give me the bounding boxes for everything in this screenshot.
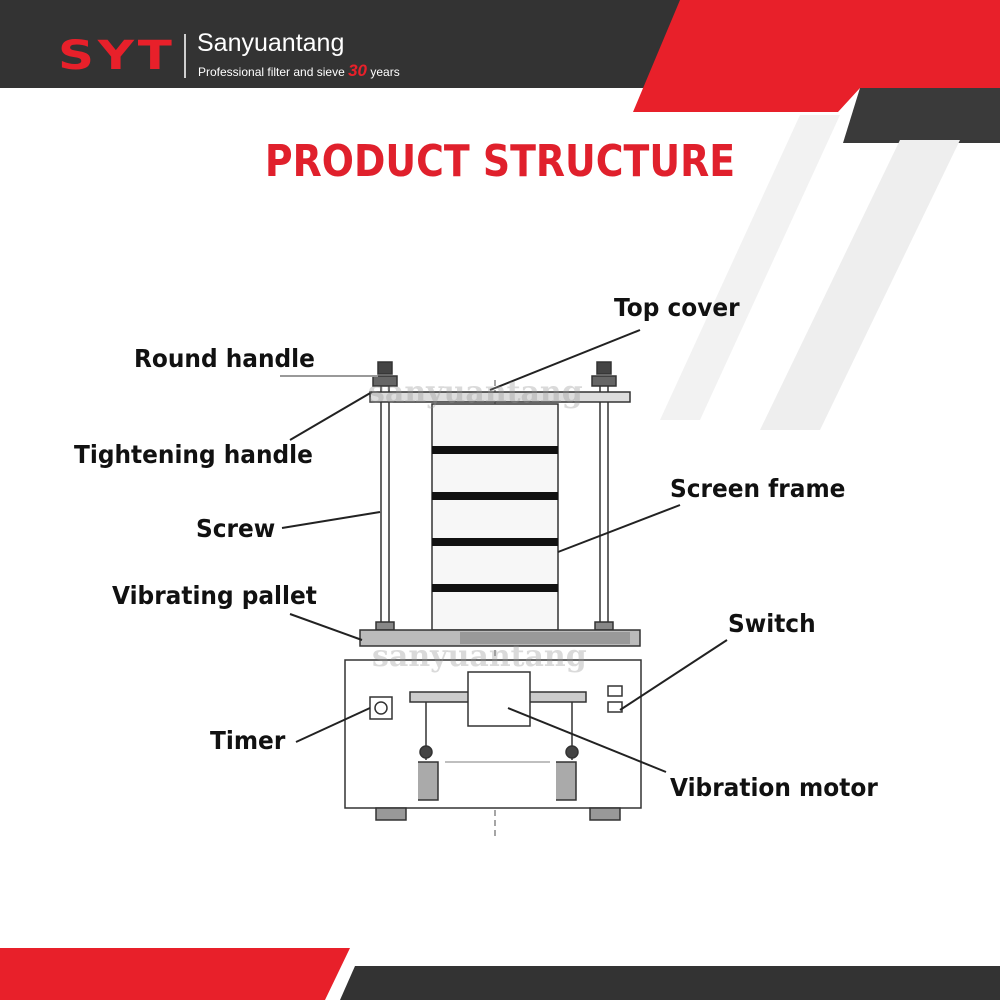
foot-right <box>589 807 621 821</box>
tightening-handle-left <box>372 375 398 387</box>
tagline-prefix: Professional filter and sieve <box>198 65 345 79</box>
switch-bottom <box>607 701 623 713</box>
footer-dark-band <box>340 966 1000 1000</box>
label-round-handle: Round handle <box>134 344 315 373</box>
screw-right <box>599 379 609 631</box>
bg-stripe-2 <box>760 140 960 430</box>
sieve-ring-4 <box>432 584 558 592</box>
switch-top <box>607 685 623 697</box>
leader-screen-frame <box>557 504 681 553</box>
brand-name: Sanyuantang <box>197 29 345 57</box>
header-dark-slant <box>843 88 1000 143</box>
leader-switch <box>619 639 728 711</box>
label-switch: Switch <box>728 609 816 638</box>
watermark-bottom: sanyuantang <box>372 639 587 674</box>
label-vibration-motor: Vibration motor <box>670 773 878 802</box>
leader-tightening-handle <box>289 391 373 441</box>
screw-left <box>380 379 390 631</box>
label-screw: Screw <box>196 514 276 543</box>
leader-lines <box>280 329 728 773</box>
bg-stripe-1 <box>660 115 840 420</box>
leader-vibration-motor <box>507 707 667 773</box>
watermark-top: sanyuantang <box>368 375 583 410</box>
leader-screw <box>281 511 381 529</box>
screen-frame <box>431 403 559 631</box>
spring-node-left <box>419 745 433 759</box>
base-housing <box>344 659 642 809</box>
tagline: Professional filter and sieve 30 years <box>198 61 400 80</box>
tagline-number: 30 <box>348 61 368 80</box>
bracket-left <box>418 761 439 801</box>
label-timer: Timer <box>210 726 286 755</box>
leader-top-cover <box>489 329 641 391</box>
nut-left <box>375 621 395 631</box>
logo-divider <box>184 34 186 78</box>
footer-red-band <box>0 948 350 1000</box>
nut-right <box>594 621 614 631</box>
page-title: PRODUCT STRUCTURE <box>264 136 736 187</box>
leader-vibrating-pallet <box>289 613 363 641</box>
sieve-ring-3 <box>432 538 558 546</box>
top-cover <box>369 391 631 403</box>
label-tightening-handle: Tightening handle <box>74 440 313 469</box>
round-handle-right <box>596 361 612 375</box>
tightening-handle-right <box>591 375 617 387</box>
label-screen-frame: Screen frame <box>670 474 846 503</box>
timer-knob <box>374 701 388 715</box>
foot-left <box>375 807 407 821</box>
sieve-ring-2 <box>432 492 558 500</box>
label-top-cover: Top cover <box>614 293 740 322</box>
bracket-right <box>556 761 577 801</box>
pallet-hatch <box>460 632 630 644</box>
header-red-slant <box>633 0 1000 112</box>
tagline-suffix: years <box>370 65 400 79</box>
round-handle-left <box>377 361 393 375</box>
spring-node-right <box>565 745 579 759</box>
vibration-motor-body <box>467 671 531 727</box>
sieve-ring-1 <box>432 446 558 454</box>
label-vibrating-pallet: Vibrating pallet <box>112 581 317 610</box>
leader-timer <box>295 707 371 743</box>
brand-logo: SYT <box>58 33 176 79</box>
